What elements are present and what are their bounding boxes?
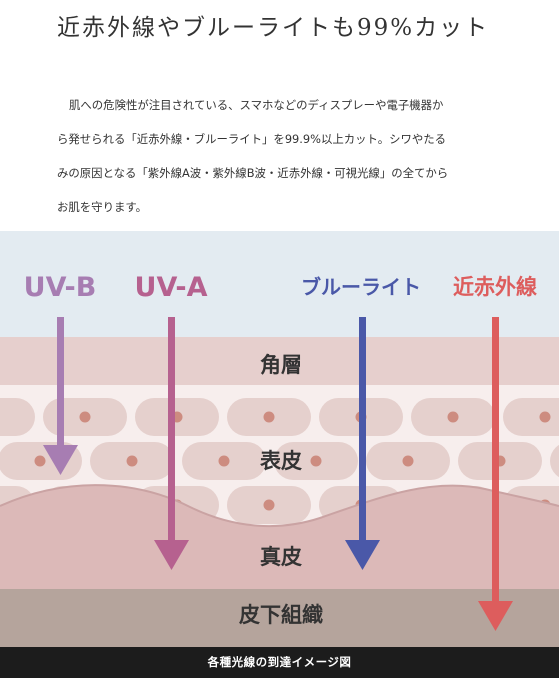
cell-nucleus (402, 455, 414, 467)
sky-background (0, 231, 559, 337)
dermis-layer (0, 485, 559, 591)
cell-nucleus (447, 411, 459, 423)
cell-nucleus (79, 411, 91, 423)
cell-nucleus (263, 499, 275, 511)
cell-nucleus (263, 411, 275, 423)
light-penetration-diagram: UV-B UV-A ブルーライト 近赤外線 角層 表皮 真皮 皮下組織 (0, 231, 559, 647)
skin-cell (0, 398, 35, 436)
arrow-near-infrared (478, 317, 513, 631)
ray-label-blue-light: ブルーライト (301, 275, 421, 299)
ray-label-near-infrared: 近赤外線 (453, 275, 537, 299)
arrow-uvb (43, 317, 78, 475)
description-line-2: ら発せられる「近赤外線・ブルーライト」を99.9%以上カット。シワやたる (57, 132, 447, 146)
layer-label-dermis: 真皮 (260, 545, 302, 569)
skin-cell (550, 444, 559, 478)
layer-label-subcutaneous: 皮下組織 (239, 603, 323, 627)
description-line-1: 肌への危険性が注目されている、スマホなどのディスプレーや電子機器か (69, 98, 444, 112)
cell-nucleus (126, 455, 138, 467)
ray-label-uva: UV-A (135, 272, 208, 303)
skin-cell (503, 398, 559, 436)
cell-nucleus (310, 455, 322, 467)
dermis-boundary (0, 484, 559, 528)
subcutaneous-layer (0, 589, 559, 647)
ray-label-uvb: UV-B (24, 272, 97, 303)
cell-nucleus (218, 455, 230, 467)
layer-label-stratum-corneum: 角層 (260, 353, 302, 377)
stratum-corneum-layer (0, 337, 559, 385)
description-line-3: みの原因となる「紫外線A波・紫外線B波・近赤外線・可視光線」の全てから (57, 166, 449, 180)
cell-nucleus (34, 455, 46, 467)
arrow-uva (154, 317, 189, 570)
description: 肌への危険性が注目されている、スマホなどのディスプレーや電子機器か ら発せられる… (57, 88, 527, 224)
cell-nucleus (539, 411, 551, 423)
layer-label-epidermis: 表皮 (260, 449, 302, 473)
arrow-blue-light (345, 317, 380, 570)
figure-caption: 各種光線の到達イメージ図 (0, 647, 559, 678)
description-line-4: お肌を守ります。 (57, 200, 147, 214)
headline: 近赤外線やブルーライトも99%カット (57, 15, 490, 41)
